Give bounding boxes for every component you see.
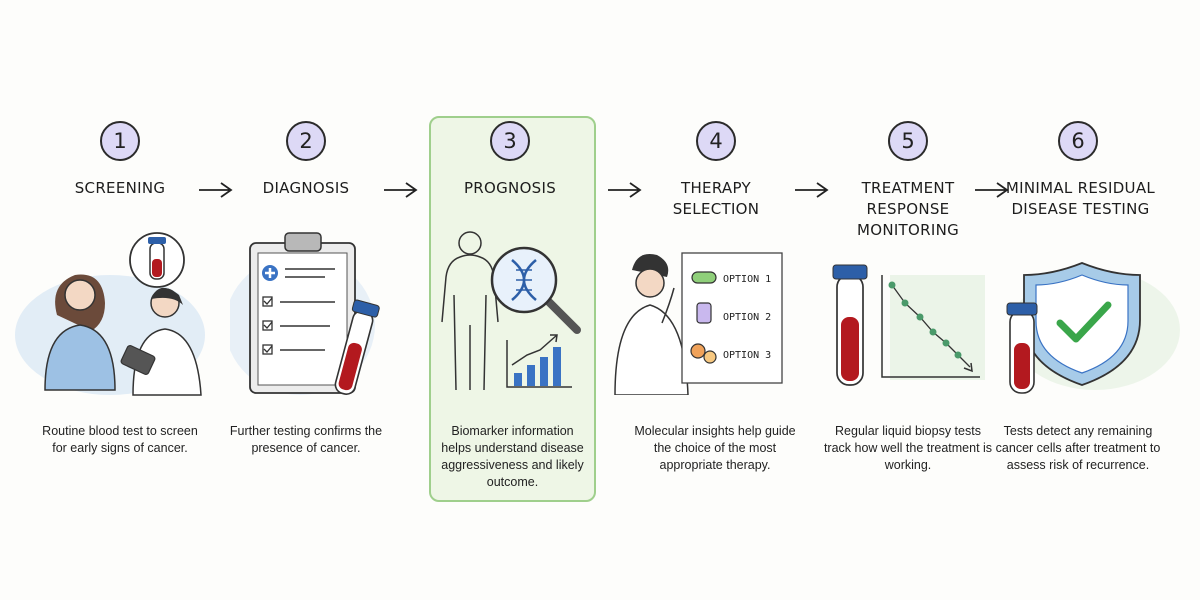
step-title: THERAPY SELECTION <box>672 179 760 218</box>
bar-chart-icon <box>506 334 572 388</box>
step-number: 4 <box>696 121 736 161</box>
arrow-right-icon <box>795 182 829 198</box>
step-title: SCREENING <box>74 179 166 197</box>
blood-tube-icon <box>334 299 380 395</box>
step-description: Further testing confirms the presence of… <box>229 424 383 455</box>
blood-tube-icon <box>1006 302 1038 394</box>
therapy-option-3: OPTION 3 <box>723 350 771 361</box>
step-title: MINIMAL RESIDUAL DISEASE TESTING <box>1005 179 1156 218</box>
iv-bag-icon <box>696 302 712 324</box>
arrow-right-icon <box>199 182 233 198</box>
step-number: 6 <box>1058 121 1098 161</box>
pill-icon <box>691 271 717 284</box>
step-title: TREATMENT RESPONSE MONITORING <box>856 179 960 239</box>
step-description: Regular liquid biopsy tests track how we… <box>823 424 993 472</box>
arrow-right-icon <box>975 182 1009 198</box>
tablets-icon <box>690 343 717 364</box>
step-description: Routine blood test to screen for early s… <box>42 424 198 455</box>
step-title: DIAGNOSIS <box>262 179 350 197</box>
therapy-option-1: OPTION 1 <box>723 274 771 285</box>
screening-illustration <box>15 232 205 396</box>
prognosis-illustration <box>441 231 581 391</box>
magnifier-dna-icon <box>490 246 581 334</box>
step-description: Biomarker information helps understand d… <box>441 424 584 489</box>
blood-tube-icon <box>148 237 166 280</box>
step-description: Tests detect any remaining cancer cells … <box>995 424 1161 472</box>
step-number: 3 <box>490 121 530 161</box>
step-title: PROGNOSIS <box>463 179 557 197</box>
declining-chart-icon <box>881 275 980 378</box>
step-description: Molecular insights help guide the choice… <box>634 424 796 472</box>
step-number: 5 <box>888 121 928 161</box>
step-number: 2 <box>286 121 326 161</box>
therapy-illustration: OPTION 1 OPTION 2 OPTION 3 <box>614 252 783 395</box>
diagnosis-illustration <box>230 232 380 395</box>
blood-tube-icon <box>832 264 868 386</box>
arrow-right-icon <box>608 182 642 198</box>
mrd-illustration <box>1006 262 1180 394</box>
human-silhouette-icon <box>441 231 499 391</box>
therapy-option-2: OPTION 2 <box>723 312 771 323</box>
arrow-right-icon <box>384 182 418 198</box>
monitoring-illustration <box>832 264 985 386</box>
shield-check-icon <box>1023 262 1141 386</box>
clipboard-icon <box>249 232 356 394</box>
step-number: 1 <box>100 121 140 161</box>
doctor-icon <box>614 254 689 395</box>
